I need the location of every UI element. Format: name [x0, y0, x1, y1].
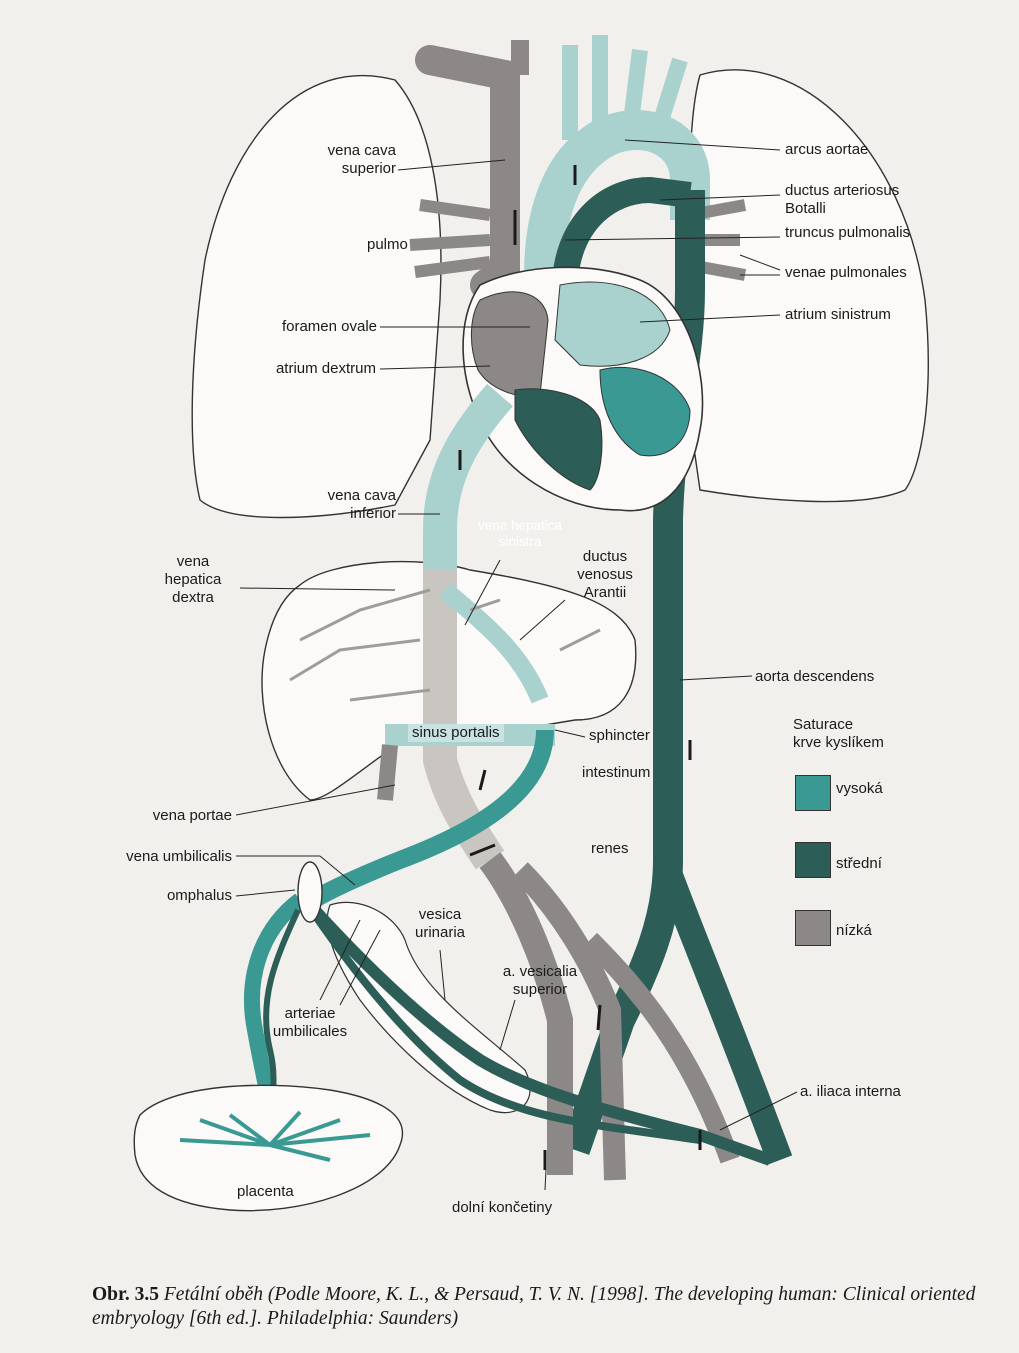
- figure-caption: Obr. 3.5 Fetální oběh (Podle Moore, K. L…: [92, 1283, 1012, 1331]
- legend-label-medium: střední: [836, 855, 882, 873]
- legend-title: Saturace krve kyslíkem: [793, 716, 884, 752]
- legend-swatch-medium: [795, 842, 831, 878]
- legend-swatch-low: [795, 910, 831, 946]
- legend-label-low: nízká: [836, 922, 872, 940]
- caption-text: Fetální oběh (Podle Moore, K. L., & Pers…: [92, 1284, 975, 1329]
- legend-swatch-high: [795, 775, 831, 811]
- caption-number: Obr. 3.5: [92, 1284, 159, 1305]
- legend-label-high: vysoká: [836, 780, 883, 798]
